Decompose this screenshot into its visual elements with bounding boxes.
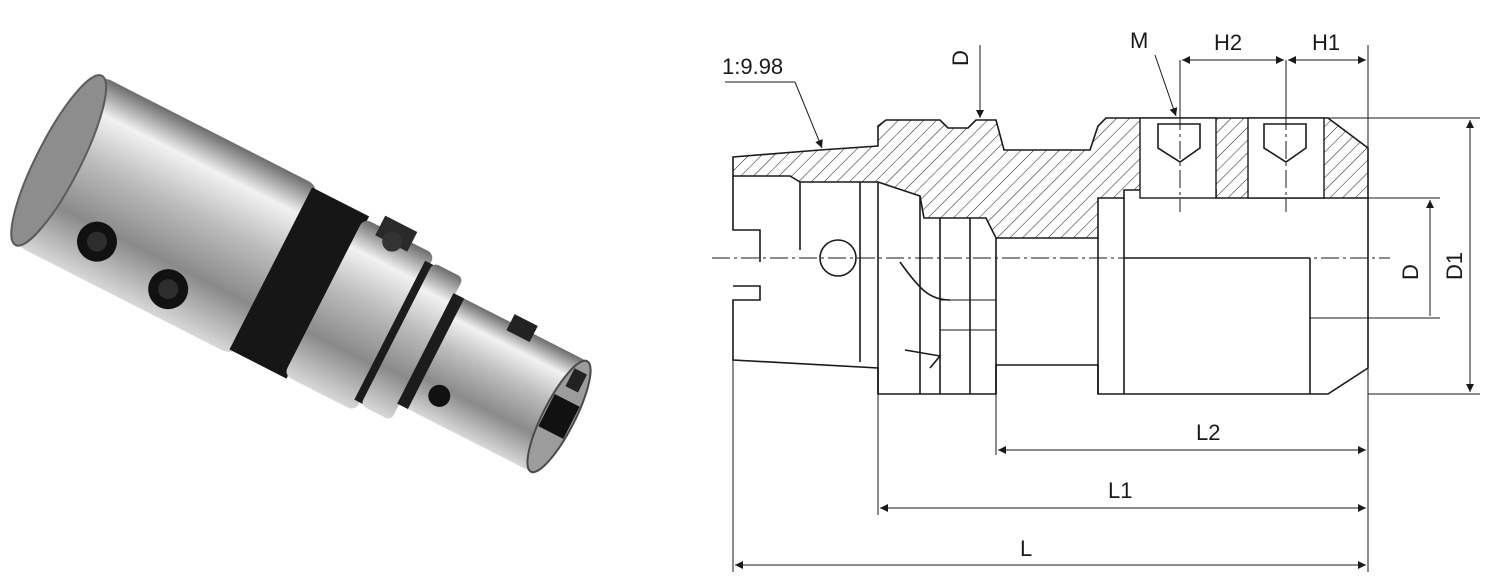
h2-label: H2 — [1214, 30, 1242, 55]
tool-holder-photo — [10, 74, 592, 474]
coolant-hole-icon — [819, 239, 857, 277]
l1-label: L1 — [1108, 478, 1132, 503]
taper-ratio-label: 1:9.98 — [722, 54, 783, 79]
lower-outline — [732, 176, 1369, 395]
shank-end-face — [10, 74, 108, 247]
thread-leader — [1154, 54, 1178, 117]
top-d-label: D — [948, 50, 973, 66]
black-band — [229, 187, 370, 379]
flange — [286, 220, 433, 409]
l2-label: L2 — [1196, 420, 1220, 445]
taper-leader — [794, 81, 823, 149]
l-label: L — [1020, 536, 1032, 561]
coolant-hole-icon — [428, 384, 451, 407]
outer-d1-label: D1 — [1442, 252, 1467, 280]
thread-label: M — [1130, 28, 1148, 53]
h1-label: H1 — [1312, 30, 1340, 55]
technical-drawing: 1:9.98 D M H2 H1 D D1 L2 L1 L — [712, 28, 1480, 572]
bore-d-label: D — [1398, 264, 1423, 280]
shank-body — [16, 78, 317, 352]
